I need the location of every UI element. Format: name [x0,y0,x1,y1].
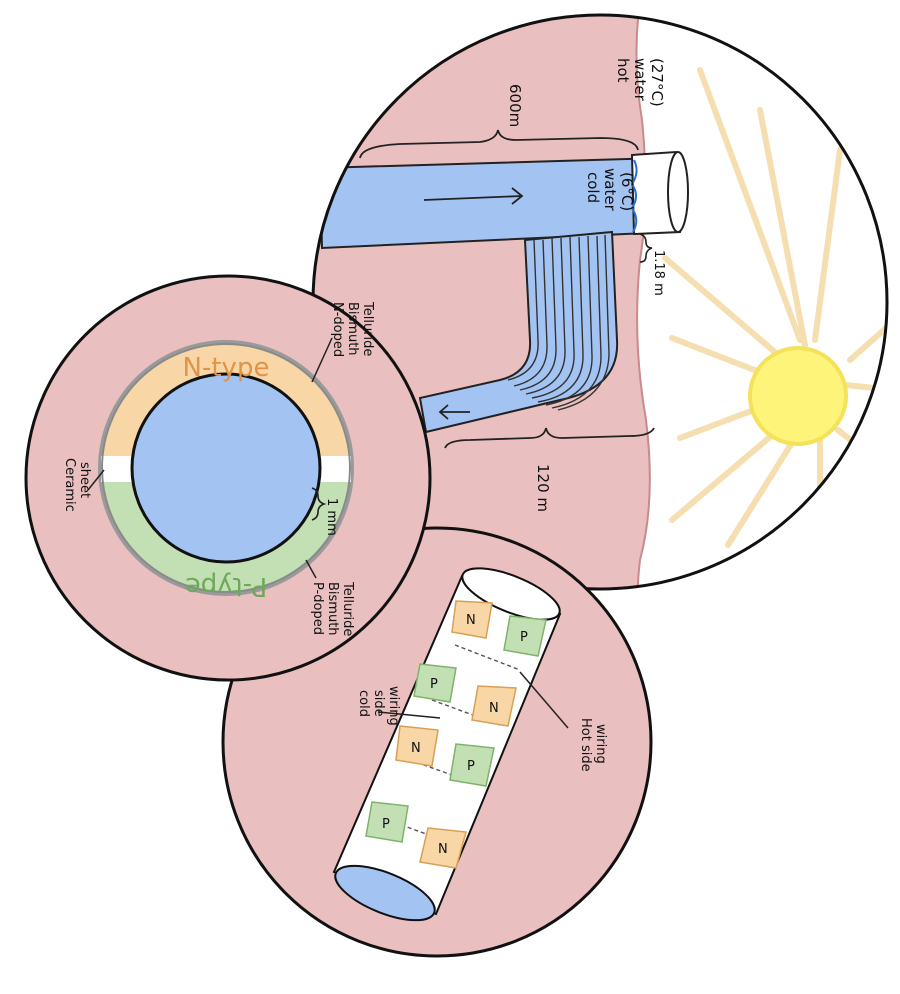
n-tile-letter: N [489,701,499,716]
cold-side-line-3: wiring [386,686,401,726]
p-tile-letter: P [467,759,475,774]
ceramic-label: Ceramic sheet [62,458,92,512]
n-tile [419,827,467,869]
ceramic-line-2: sheet [77,462,92,498]
p-tiles [365,615,547,843]
hot-side-label: Hot side wiring [578,718,608,772]
wiring-lines [387,644,521,846]
p-material-line-3: Telluride [340,581,355,636]
cold-side-leader [377,711,441,719]
ceramic-leader [87,469,105,491]
p-material-line-2: Bismuth [325,582,340,636]
p-tile-letter: P [382,817,390,832]
n-tile-letter: N [438,842,448,857]
n-tile [471,685,517,727]
thickness-brace [311,487,327,521]
hot-water-line-1: hot [614,58,632,83]
p-tile [413,663,457,703]
hot-side-line-2: wiring [593,724,608,764]
p-material-line-1: P-doped [310,582,325,635]
p-material-label: P-doped Bismuth Telluride [310,581,355,636]
cold-side-line-1: cold [356,690,371,717]
thickness-label: 1 mm [324,498,339,536]
pipe-diameter-label: 1.18 m [651,250,666,296]
cold-water-label: cold water (6°C) [584,168,636,212]
n-tile [451,600,493,639]
n-tile-letter: N [466,613,476,628]
hot-side-line-1: Hot side [578,718,593,772]
hot-water-label: hot water (27°C) [614,58,666,107]
n-tiles [395,600,517,869]
tube-bundle [418,230,619,434]
n-tile [395,725,439,767]
sun-icon [748,346,848,446]
p-tile [365,801,409,843]
cylinder-end [334,864,436,922]
cold-side-line-2: side [371,690,386,717]
length-brace [444,427,655,449]
cold-water-line-2: water [601,168,619,212]
p-tile-letter: P [520,630,528,645]
diameter-brace [639,233,653,263]
cold-water-line-3: (6°C) [618,172,636,211]
cold-water-line-1: cold [584,172,602,203]
p-tile [449,743,495,787]
n-tile-letter: N [411,741,421,756]
cold-side-label: cold side wiring [356,686,401,726]
horizontal-length-label: 120 m [534,464,552,512]
n-type-label: N-type [183,353,270,383]
thickness-text: 1 mm [324,498,339,536]
n-material-line-2: Bismuth [345,302,360,356]
depth-label: 600m [506,84,524,127]
sea-surface-line [635,15,651,589]
pipe-diameter-text: 1.18 m [651,250,666,296]
hot-water-line-2: water [631,58,649,102]
p-tile-letter: P [430,677,438,692]
n-material-leader [311,337,333,383]
hot-water-line-3: (27°C) [648,58,666,107]
p-material-leader [305,559,317,579]
hot-side-leader [519,671,569,729]
n-material-line-1: N-doped [330,302,345,357]
cross-section-circle: N-type P-type 1 mm N-doped Bismuth Tellu… [24,274,432,682]
p-tile [503,615,547,657]
horizontal-length-text: 120 m [534,464,552,512]
ceramic-line-1: Ceramic [62,458,77,512]
depth-brace [359,129,639,159]
ocean-pipe-circle: hot water (27°C) 600m cold water (6°C) 1… [311,13,889,591]
depth-label-text: 600m [506,84,524,127]
n-material-line-3: Telluride [360,301,375,356]
pipe-core [130,372,322,564]
p-type-label: P-type [185,571,268,601]
n-material-label: N-doped Bismuth Telluride [330,301,375,357]
